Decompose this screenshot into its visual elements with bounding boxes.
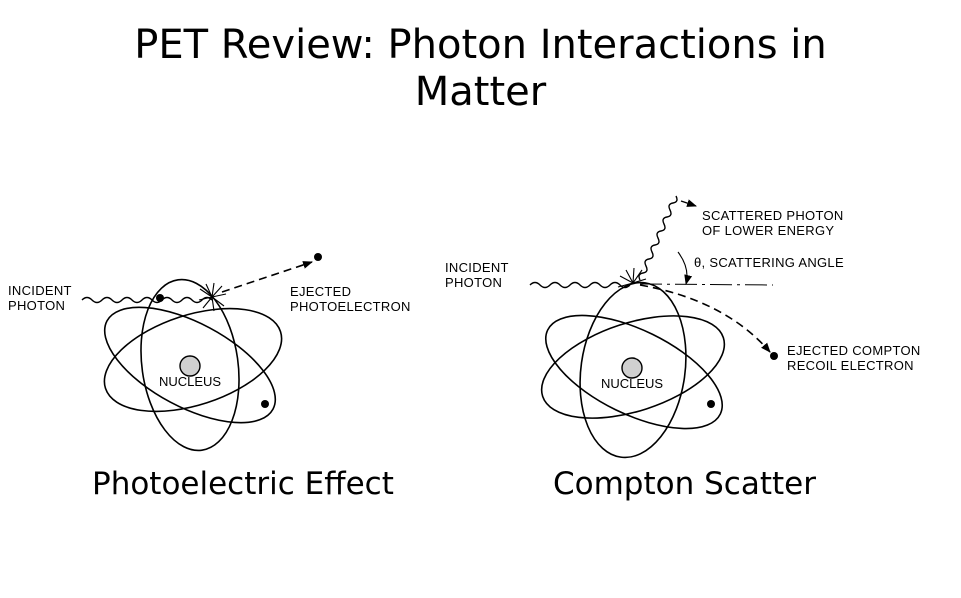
compton-atom <box>540 281 726 459</box>
scatter-burst-icon <box>617 267 647 288</box>
cs-nucleus-label: NUCLEUS <box>601 376 663 391</box>
cs-incident-label-2: PHOTON <box>445 275 502 290</box>
nucleus-icon <box>179 355 201 377</box>
compton-orbit-1 <box>579 281 687 459</box>
pe-incident-label-2: PHOTON <box>8 298 65 313</box>
pe-incident-label-1: INCIDENT <box>8 283 72 298</box>
cs-recoil-label-2: RECOIL ELECTRON <box>787 358 914 373</box>
cs-recoil-label-1: EJECTED COMPTON <box>787 343 921 358</box>
compton-diagram <box>529 195 778 459</box>
pe-nucleus-label: NUCLEUS <box>159 374 221 389</box>
compton-orbit-2 <box>540 315 726 419</box>
cs-angle-label: θ, SCATTERING ANGLE <box>694 255 844 270</box>
pe-ejected-label-2: PHOTOELECTRON <box>290 299 411 314</box>
compton-orbital-electron-icon <box>707 400 715 408</box>
scattering-angle-arc <box>677 251 693 285</box>
recoil-electron-path-arrow <box>639 284 771 353</box>
incident-photon-wave <box>81 296 213 304</box>
electron-orbit-2 <box>103 307 283 413</box>
electron-orbit-3 <box>103 306 277 424</box>
compton-caption: Compton Scatter <box>553 466 816 502</box>
absorption-burst-icon <box>198 282 227 312</box>
photoelectric-atom <box>103 278 283 452</box>
cs-scattered-label-2: OF LOWER ENERGY <box>702 223 834 238</box>
scattered-photon-arrow <box>680 199 697 207</box>
orbital-electron-icon <box>261 400 269 408</box>
compton-incident-photon-wave <box>529 281 631 289</box>
pe-ejected-label-1: EJECTED <box>290 284 351 299</box>
scattered-photon-wave <box>638 195 678 281</box>
photoelectric-caption: Photoelectric Effect <box>92 466 394 502</box>
slide-title: PET Review: Photon Interactions in Matte… <box>0 22 961 116</box>
slide-title-line-1: PET Review: Photon Interactions in <box>134 22 827 68</box>
photoelectron-icon <box>314 253 322 261</box>
electron-orbit-1 <box>140 278 240 452</box>
photoelectron-path-arrow <box>221 261 313 293</box>
cs-incident-label-1: INCIDENT <box>445 260 509 275</box>
recoil-electron-icon <box>770 352 778 360</box>
incident-direction-reference-line <box>639 283 774 286</box>
cs-scattered-label-1: SCATTERED PHOTON <box>702 208 844 223</box>
compton-orbit-3 <box>544 314 724 430</box>
slide-title-line-2: Matter <box>414 69 547 115</box>
photoelectric-diagram <box>81 253 322 452</box>
compton-nucleus-icon <box>621 357 643 379</box>
